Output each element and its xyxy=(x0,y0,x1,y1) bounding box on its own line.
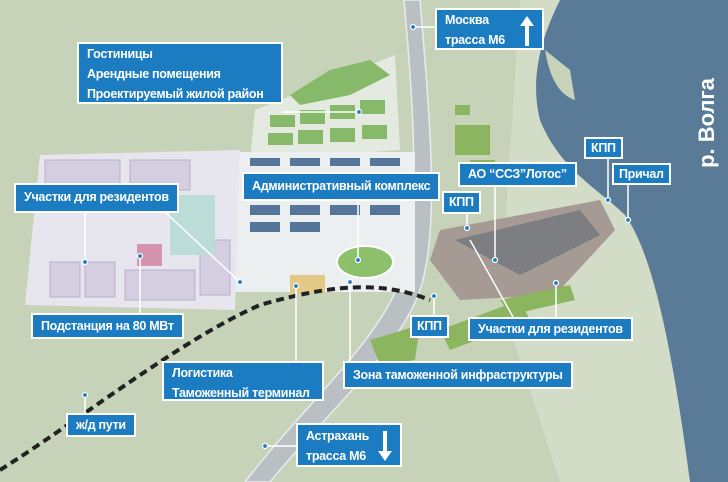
label-railway: ж/д пути xyxy=(66,413,136,437)
label-residents-left: Участки для резидентов xyxy=(14,183,179,213)
moscow-line2: трасса М6 xyxy=(445,33,505,47)
substation-block xyxy=(137,244,162,266)
housing-line1: Гостиницы xyxy=(87,47,153,61)
green-square xyxy=(336,245,394,279)
astrakhan-line2: трасса М6 xyxy=(306,449,366,463)
label-kpp-top: КПП xyxy=(584,137,623,159)
housing-line3: Проектируемый жилой район xyxy=(87,87,264,101)
logistics-line1: Логистика xyxy=(172,366,233,380)
label-pier: Причал xyxy=(612,163,671,185)
arrow-up-icon xyxy=(520,16,534,46)
label-kpp-bottom: КПП xyxy=(410,315,449,338)
label-lotos: АО “ССЗ”Лотос” xyxy=(458,162,577,187)
astrakhan-line1: Астрахань xyxy=(306,429,369,443)
label-admin-complex: Административный комплекс xyxy=(242,172,441,201)
arrow-down-icon xyxy=(378,431,392,461)
label-customs-zone: Зона таможенной инфраструктуры xyxy=(343,361,573,389)
label-astrakhan: Астрахань трасса М6 xyxy=(296,423,402,467)
label-substation: Подстанция на 80 МВт xyxy=(31,313,184,339)
logistics-line2: Таможенный терминал xyxy=(172,386,310,400)
housing-line2: Арендные помещения xyxy=(87,67,221,81)
label-housing: Гостиницы Арендные помещения Проектируем… xyxy=(77,42,283,104)
moscow-line1: Москва xyxy=(445,13,489,27)
river-label: р. Волга xyxy=(693,78,719,168)
label-residents-right: Участки для резидентов xyxy=(468,317,633,341)
label-moscow: Москва трасса М6 xyxy=(435,8,544,50)
label-kpp-mid: КПП xyxy=(442,191,481,214)
volga-river xyxy=(526,0,728,482)
island xyxy=(545,50,575,100)
label-logistics: Логистика Таможенный терминал xyxy=(162,361,324,401)
